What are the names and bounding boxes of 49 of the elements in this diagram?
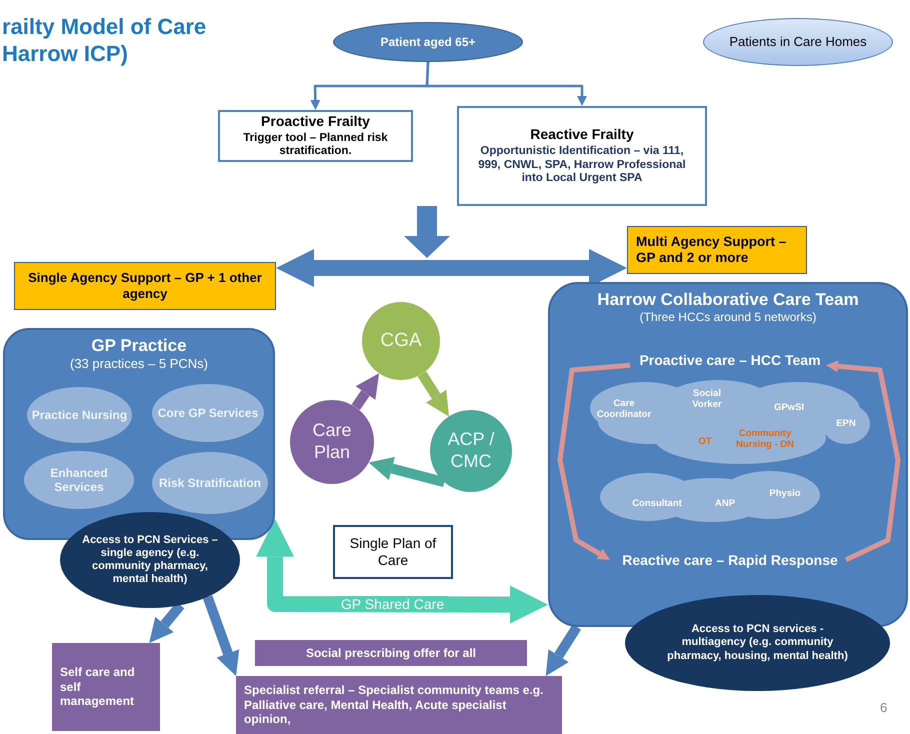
heading: Proactive Frailty bbox=[261, 112, 370, 130]
role-label: GPwSI bbox=[772, 402, 806, 414]
subheading: Opportunistic Identification – via 111, 999, CNWL, SPA, Harrow Professional into Local Urgent SPA bbox=[477, 144, 687, 186]
role-label: EPN bbox=[835, 418, 857, 430]
role-label: ANP bbox=[714, 498, 736, 510]
process-box: Single Plan of Care bbox=[333, 525, 453, 579]
diagram-title: railty Model of Care Harrow ICP) bbox=[2, 14, 208, 68]
highlight-box: Multi Agency Support – GP and 2 or more bbox=[627, 226, 807, 274]
subheading: Trigger tool – Planned risk stratification. bbox=[242, 132, 389, 160]
service-ellipse: Risk Stratification bbox=[152, 452, 268, 514]
outcome-box: Social prescribing offer for all bbox=[255, 640, 527, 666]
ellipse-node: Patients in Care Homes bbox=[703, 18, 893, 66]
role-label: Physio bbox=[768, 488, 802, 500]
block-arrow bbox=[202, 595, 240, 676]
block-arrow bbox=[558, 362, 630, 560]
section-heading: Reactive care – Rapid Response bbox=[612, 551, 848, 569]
heading: Reactive Frailty bbox=[530, 126, 634, 143]
role-label: Care Coordinator bbox=[596, 398, 652, 421]
block-arrow bbox=[546, 624, 582, 676]
heading: Harrow Collaborative Care Team bbox=[596, 290, 860, 310]
cycle-circle: ACP / CMC bbox=[430, 410, 512, 492]
role-label: Consultant bbox=[631, 498, 683, 510]
block-arrow bbox=[418, 371, 449, 416]
highlight-box: Single Agency Support – GP + 1 other agency bbox=[14, 262, 276, 310]
section-heading: Proactive care – HCC Team bbox=[632, 351, 828, 369]
start-ellipse: Patient aged 65+ bbox=[333, 22, 523, 62]
block-arrow bbox=[368, 456, 446, 487]
subheading: (Three HCCs around 5 networks) bbox=[640, 310, 816, 325]
page-number: 6 bbox=[880, 700, 888, 715]
role-label: OT bbox=[697, 436, 713, 448]
heading: GP Practice bbox=[91, 336, 187, 356]
cycle-circle: Care Plan bbox=[290, 400, 374, 484]
service-ellipse: Enhanced Services bbox=[24, 451, 134, 509]
block-arrow bbox=[276, 249, 627, 287]
outcome-box: Specialist referral – Specialist community teams e.g. Palliative care, Mental Health, Acute specialist opinion, bbox=[236, 676, 562, 734]
process-box bbox=[218, 110, 413, 162]
outcome-box: Self care and self management bbox=[52, 643, 160, 731]
block-arrow bbox=[826, 360, 900, 562]
role-label: Social Vorker bbox=[691, 388, 723, 411]
role-label: Community Nursing - DN bbox=[734, 428, 796, 451]
service-ellipse: Core GP Services bbox=[152, 384, 264, 442]
subheading: (33 practices – 5 PCNs) bbox=[70, 356, 208, 372]
arrow bbox=[426, 62, 587, 106]
cycle-circle: CGA bbox=[362, 302, 440, 380]
edge-label: GP Shared Care bbox=[336, 596, 448, 612]
process-box bbox=[457, 106, 707, 206]
block-arrow bbox=[352, 373, 380, 410]
service-ellipse: Practice Nursing bbox=[27, 387, 132, 443]
access-ellipse: Access to PCN services - multiagency (e.g. community pharmacy, housing, mental health) bbox=[625, 595, 890, 691]
